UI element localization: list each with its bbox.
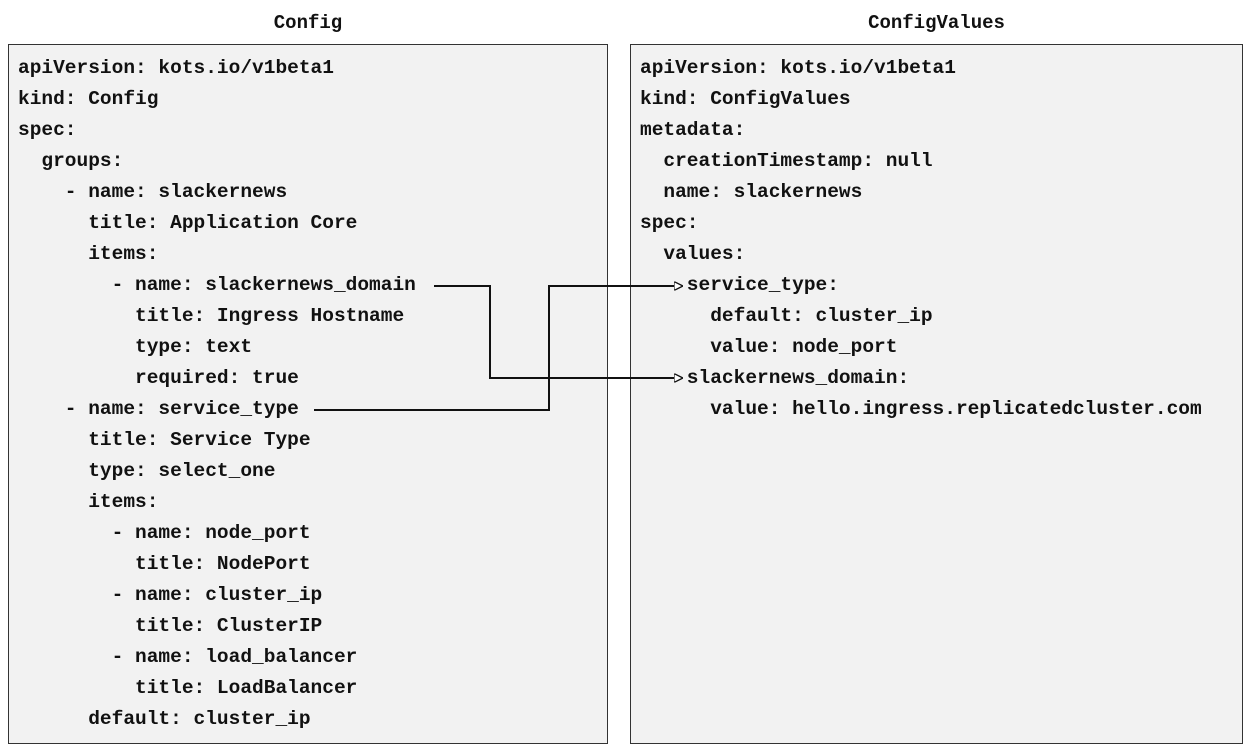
yaml-line: value: hello.ingress.replicatedcluster.c… — [640, 398, 1202, 420]
yaml-line: kind: Config — [18, 88, 159, 110]
yaml-line: apiVersion: kots.io/v1beta1 — [640, 57, 956, 79]
config-panel: apiVersion: kots.io/v1beta1 kind: Config… — [8, 44, 608, 744]
yaml-line: items: — [18, 491, 159, 513]
yaml-line: type: select_one — [18, 460, 276, 482]
yaml-line: title: Application Core — [18, 212, 358, 234]
yaml-line: groups: — [18, 150, 124, 172]
yaml-line: creationTimestamp: null — [640, 150, 933, 172]
yaml-line: title: LoadBalancer — [18, 677, 358, 699]
yaml-line: required: true — [18, 367, 299, 389]
yaml-line: type: text — [18, 336, 253, 358]
yaml-line: title: Ingress Hostname — [18, 305, 405, 327]
yaml-line-slackernews-domain: - name: slackernews_domain — [18, 274, 416, 296]
yaml-line: default: cluster_ip — [640, 305, 933, 327]
yaml-line: name: slackernews — [640, 181, 863, 203]
yaml-line: title: Service Type — [18, 429, 311, 451]
yaml-line: metadata: — [640, 119, 746, 141]
yaml-line: title: ClusterIP — [18, 615, 323, 637]
yaml-line: - name: load_balancer — [18, 646, 358, 668]
yaml-line: apiVersion: kots.io/v1beta1 — [18, 57, 334, 79]
yaml-line-slackernews-domain-value: slackernews_domain: — [640, 367, 910, 389]
config-panel-title: Config — [273, 12, 343, 34]
config-values-yaml: apiVersion: kots.io/v1beta1 kind: Config… — [640, 53, 1238, 425]
yaml-line: values: — [640, 243, 746, 265]
config-yaml: apiVersion: kots.io/v1beta1 kind: Config… — [18, 53, 603, 735]
yaml-line: kind: ConfigValues — [640, 88, 851, 110]
yaml-line: spec: — [640, 212, 699, 234]
yaml-line: value: node_port — [640, 336, 898, 358]
yaml-line: spec: — [18, 119, 77, 141]
yaml-line: items: — [18, 243, 159, 265]
config-values-panel-title: ConfigValues — [868, 12, 1005, 34]
config-values-panel: apiVersion: kots.io/v1beta1 kind: Config… — [630, 44, 1243, 744]
yaml-line: - name: cluster_ip — [18, 584, 323, 606]
yaml-line-service-type: - name: service_type — [18, 398, 299, 420]
yaml-line: default: cluster_ip — [18, 708, 311, 730]
yaml-line: - name: slackernews — [18, 181, 288, 203]
yaml-line: - name: node_port — [18, 522, 311, 544]
yaml-line-service-type-value: service_type: — [640, 274, 839, 296]
yaml-line: title: NodePort — [18, 553, 311, 575]
